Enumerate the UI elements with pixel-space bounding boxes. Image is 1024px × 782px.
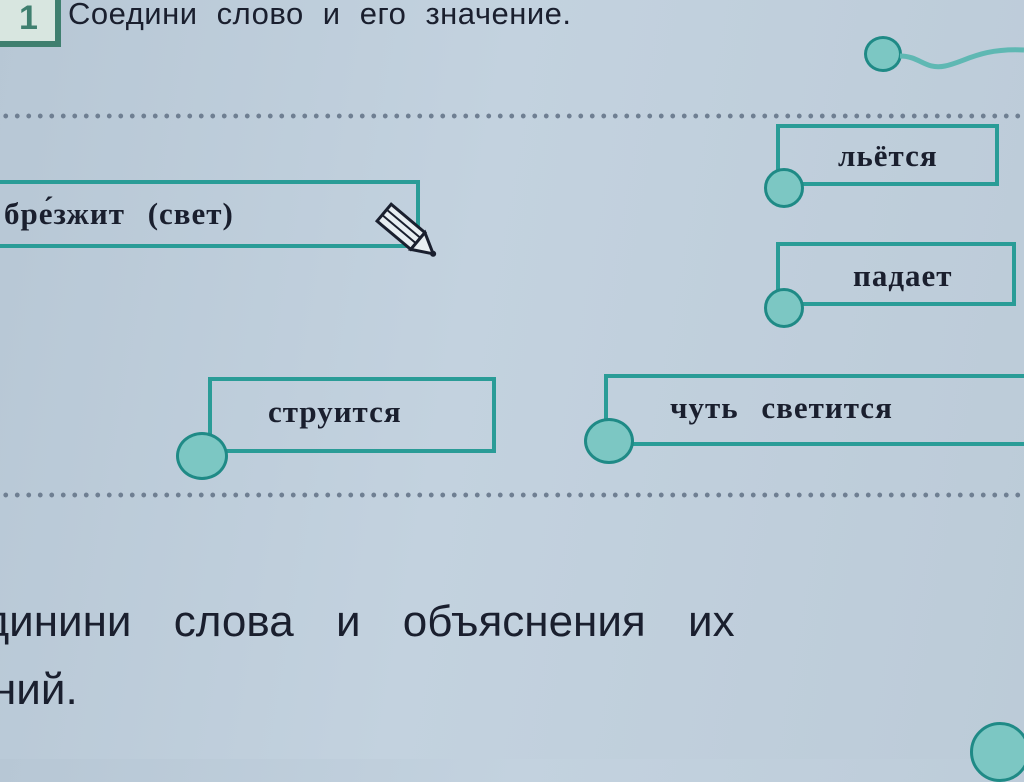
task-title: Соедини слово и его значение.	[68, 0, 572, 31]
wavy-connector-line	[900, 47, 1024, 70]
connector-circle[interactable]	[764, 168, 804, 208]
connector-circle[interactable]	[970, 722, 1024, 782]
connector-circle[interactable]	[584, 418, 634, 464]
dotted-divider	[0, 113, 1024, 119]
meaning-text: льётся	[838, 138, 938, 173]
dotted-divider	[0, 492, 1024, 498]
meaning-box-chut-svetitsya	[604, 374, 1024, 446]
meaning-box-lyotsya	[776, 124, 999, 186]
connector-circle[interactable]	[176, 432, 228, 480]
meaning-text: струится	[268, 394, 402, 429]
task-number-badge: 1	[0, 0, 58, 44]
connector-circle[interactable]	[864, 36, 902, 72]
pencil-icon	[374, 202, 437, 257]
meaning-box-struitsya	[208, 377, 496, 453]
word-box	[0, 180, 420, 248]
task2-instruction-line2: ний.	[0, 665, 78, 714]
connector-circle[interactable]	[764, 288, 804, 328]
meaning-box-padaet	[776, 242, 1016, 306]
meaning-text: чуть светится	[670, 390, 893, 425]
word-text: бре́зжит (свет)	[4, 196, 234, 231]
meaning-text: падает	[853, 258, 953, 293]
task2-instruction-line1: единини слова и объяснения их	[0, 597, 735, 646]
